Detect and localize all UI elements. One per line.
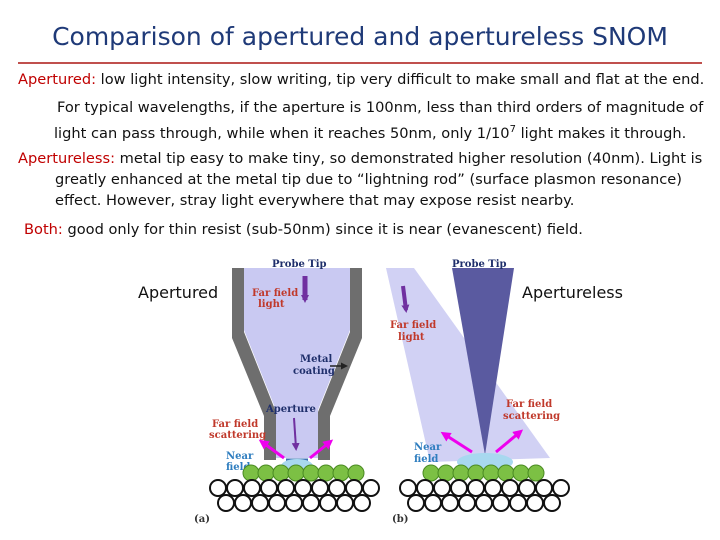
scatter-arrow-a-left — [258, 439, 285, 460]
near-field-label-b-2: field — [414, 454, 438, 465]
typical-line-2a: light can pass through, while when it re… — [54, 124, 510, 142]
both-text: good only for thin resist (sub-50nm) sin… — [62, 221, 583, 238]
near-field-label-a-1: Near — [226, 451, 254, 462]
diagram-apertured: Probe Tip Far field light Metal coating … — [194, 259, 380, 525]
both-paragraph: Both: good only for thin resist (sub-50n… — [24, 219, 714, 240]
probe-light-region — [244, 268, 350, 458]
far-field-light-label-b-1: Far field — [390, 320, 436, 331]
scatter-arrow-b-right — [495, 429, 524, 454]
apertured-text: low light intensity, slow writing, tip v… — [96, 71, 705, 88]
diagram-apertureless: Probe Tip Far field light Far field scat… — [386, 259, 570, 525]
far-field-light-label-a-2: light — [258, 299, 285, 310]
slide-title: Comparison of apertured and apertureless… — [52, 22, 668, 51]
apertureless-paragraph: Apertureless: metal tip easy to make tin… — [18, 148, 718, 169]
metal-coating-label-1: Metal — [300, 354, 333, 365]
metal-coating-label-2: coating — [293, 366, 335, 377]
apertured-caption: Apertured — [138, 283, 219, 302]
apertureless-line-3: effect. However, stray light everywhere … — [55, 192, 575, 209]
aperture-pointer — [291, 417, 300, 451]
scatter-arrow-b-left — [440, 431, 473, 454]
far-field-scattering-label-a-1: Far field — [212, 419, 258, 430]
incident-light-arrow-b — [401, 285, 410, 313]
typical-line-2: light can pass through, while when it re… — [54, 119, 714, 144]
far-field-scattering-label-b-1: Far field — [506, 399, 552, 410]
metal-coating-left — [232, 268, 276, 460]
substrate-a — [209, 479, 380, 512]
illumination-beam — [386, 268, 550, 462]
title-underline — [18, 62, 702, 64]
resist-layer-b — [422, 464, 545, 482]
typical-line-2b: light makes it through. — [515, 124, 687, 142]
apertureless-line-2: greatly enhanced at the metal tip due to… — [55, 171, 682, 188]
apertureless-line-1: metal tip easy to make tiny, so demonstr… — [115, 150, 703, 167]
probe-tip-label-b: Probe Tip — [452, 259, 507, 270]
panel-label-a: (a) — [194, 514, 210, 525]
near-field-label-b-1: Near — [414, 442, 442, 453]
metal-tip — [452, 268, 514, 455]
metal-coating-right — [318, 268, 362, 460]
probe-tip-label-a: Probe Tip — [272, 259, 327, 270]
far-field-scattering-label-a-2: scattering — [209, 430, 266, 441]
typical-exponent: 7 — [509, 124, 516, 135]
both-term: Both: — [24, 221, 63, 238]
panel-label-b: (b) — [392, 514, 408, 525]
apertured-term: Apertured: — [18, 71, 97, 88]
substrate-b — [399, 479, 570, 512]
far-field-light-label-a-1: Far field — [252, 288, 298, 299]
typical-line-1: For typical wavelengths, if the aperture… — [57, 99, 704, 116]
apertureless-caption: Apertureless — [522, 283, 623, 302]
near-field-label-a-2: field — [226, 462, 250, 473]
far-field-light-label-b-2: light — [398, 332, 425, 343]
scatter-arrow-a-right — [309, 439, 334, 460]
apertureless-term: Apertureless: — [18, 150, 116, 167]
aperture-label: Aperture — [265, 404, 316, 415]
apertured-paragraph: Apertured: low light intensity, slow wri… — [18, 69, 718, 90]
far-field-scattering-label-b-2: scattering — [503, 411, 560, 422]
